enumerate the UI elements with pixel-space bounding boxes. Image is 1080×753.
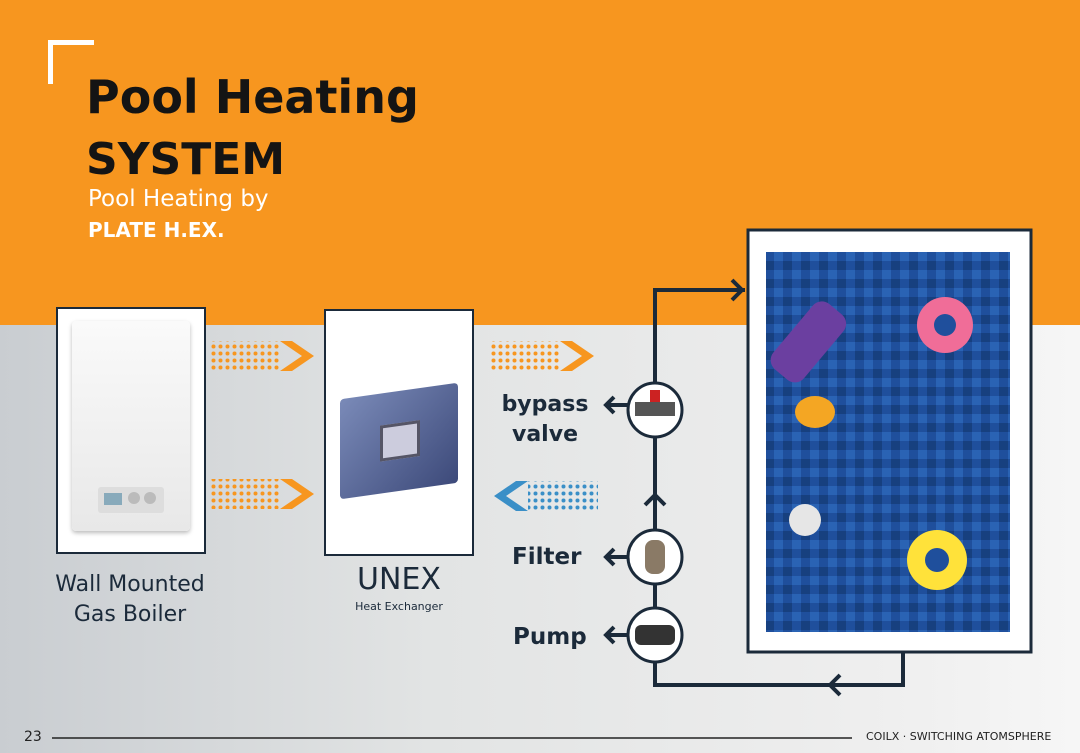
pipe-loop xyxy=(603,278,905,697)
boiler-label-1: Wall Mounted xyxy=(55,572,205,597)
title-line2: SYSTEM xyxy=(86,134,286,185)
boiler-label-2: Gas Boiler xyxy=(73,602,187,627)
cold-arrow xyxy=(494,481,598,511)
exchanger-sub: Heat Exchanger xyxy=(355,600,443,613)
heat-exchanger-image xyxy=(324,309,474,556)
filter-label: Filter xyxy=(512,544,582,570)
hot-arrow-2 xyxy=(210,479,314,509)
pump-label: Pump xyxy=(513,624,587,650)
subtitle-bold: PLATE H.EX. xyxy=(88,218,225,242)
boiler-icon xyxy=(72,321,190,531)
boiler-image xyxy=(56,307,206,554)
bypass-label-1: bypass xyxy=(501,392,589,417)
corner-bracket xyxy=(48,40,94,84)
page-number: 23 xyxy=(24,729,42,745)
hot-arrow-1 xyxy=(210,341,314,371)
pump-icon xyxy=(626,606,684,664)
bypass-label-2: valve xyxy=(512,422,578,447)
subtitle: Pool Heating by xyxy=(88,186,269,212)
hot-arrow-3 xyxy=(490,341,594,371)
footer-brand: COILX · SWITCHING ATOMSPHERE xyxy=(866,730,1052,743)
exchanger-name: UNEX xyxy=(357,562,441,597)
pool-image xyxy=(746,228,1033,654)
bypass-valve-icon xyxy=(626,381,684,439)
title-line1: Pool Heating xyxy=(86,70,419,124)
filter-icon xyxy=(626,528,684,586)
